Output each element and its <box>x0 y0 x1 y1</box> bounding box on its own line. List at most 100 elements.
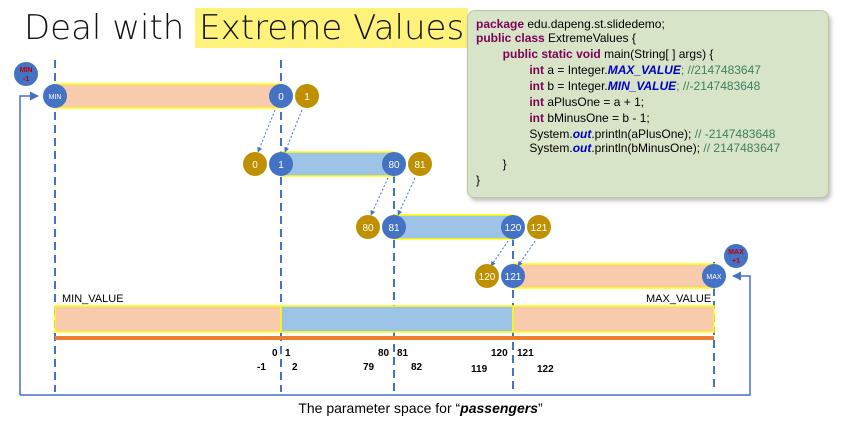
code-line: public class ExtremeValues { <box>476 31 636 45</box>
code-line: package edu.dapeng.st.slidedemo; <box>476 17 665 31</box>
map-arrow-80 <box>370 177 389 216</box>
tick-labels: 0 1 80 81 120 121 -1 2 79 82 119 122 <box>257 348 554 375</box>
code-token: // 2147483647 <box>703 141 781 155</box>
code-token: int <box>529 111 545 125</box>
map-arrow-121 <box>517 240 536 267</box>
code-token: out <box>572 141 592 155</box>
code-token: int <box>529 63 545 77</box>
max-value-label: MAX_VALUE <box>646 293 711 305</box>
marker-min-minus-one <box>14 62 38 86</box>
marker-min-minus-one-top: MIN <box>20 67 33 74</box>
marker-max-plus-one-bottom: +1 <box>732 258 740 265</box>
code-token: main(String[ ] args) { <box>600 47 714 61</box>
min-value-label: MIN_VALUE <box>62 293 124 305</box>
marker-81-r3 <box>382 215 406 239</box>
code-token: System. <box>476 141 573 155</box>
code-token: .println(aPlusOne); <box>591 127 695 141</box>
marker-1-r1-label: 1 <box>304 92 310 103</box>
caption-close-quote: ” <box>538 400 543 416</box>
marker-121-r4-label: 121 <box>505 272 522 283</box>
map-arrow-81 <box>397 177 416 216</box>
code-token: a = Integer. <box>544 63 608 77</box>
marker-min-minus-one-bottom: -1 <box>23 76 29 83</box>
range-bar-4 <box>512 263 715 289</box>
marker-121-r4 <box>501 264 525 288</box>
tick-lower-minus-1: -1 <box>257 362 266 373</box>
code-token: static <box>541 47 573 61</box>
code-token: edu.dapeng.st.slidedemo; <box>524 17 665 31</box>
marker-120-r3-label: 120 <box>505 223 522 234</box>
marker-80-r3-label: 80 <box>362 223 374 234</box>
caption-prefix: The parameter space for <box>298 400 456 416</box>
tick-upper-1: 1 <box>285 348 291 359</box>
marker-1-r2-label: 1 <box>278 160 284 171</box>
tick-lower-2: 2 <box>292 362 298 373</box>
space-bar-left <box>54 305 282 333</box>
marker-max-plus-one <box>724 244 748 268</box>
marker-120-r4-label: 120 <box>479 272 496 283</box>
marker-max <box>702 264 726 288</box>
diagram-caption: The parameter space for “passengers” <box>0 400 841 416</box>
tick-upper-0: 0 <box>272 348 278 359</box>
range-bar-2 <box>280 151 395 177</box>
caption-open-quote: “ <box>455 400 461 416</box>
map-arrow-120 <box>490 240 509 267</box>
code-line: } <box>476 157 507 171</box>
marker-min <box>43 84 67 108</box>
code-line: int bMinusOne = b - 1; <box>476 111 650 125</box>
marker-min-label: MIN <box>49 94 62 101</box>
tick-upper-121: 121 <box>517 348 534 359</box>
code-token: ; //-2147483648 <box>676 79 761 93</box>
marker-max-label: MAX <box>706 274 722 281</box>
code-token: bMinusOne = b - 1; <box>544 111 650 125</box>
code-line: int a = Integer.MAX_VALUE; //2147483647 <box>476 63 761 77</box>
title-plain: Deal with <box>24 8 196 48</box>
code-token: b = Integer. <box>544 79 608 93</box>
slide-title: Deal with Extreme Values <box>24 8 469 48</box>
tick-upper-81: 81 <box>397 348 409 359</box>
range-markers: MIN -1 MIN 0 1 0 1 80 81 80 81 120 121 <box>14 62 748 288</box>
marker-81-r2 <box>408 152 432 176</box>
title-highlight: Extreme Values <box>195 8 469 48</box>
code-token: out <box>572 127 592 141</box>
space-bar-right <box>512 305 715 333</box>
marker-80-r2-label: 80 <box>388 160 400 171</box>
marker-0-r2 <box>243 152 267 176</box>
code-token: ExtremeValues { <box>544 31 636 45</box>
marker-0-r2-label: 0 <box>252 160 258 171</box>
marker-1-r2 <box>269 152 293 176</box>
code-token: } <box>476 157 507 171</box>
code-line: public static void main(String[ ] args) … <box>476 47 714 61</box>
range-bar-1 <box>54 83 282 109</box>
marker-81-r2-label: 81 <box>414 160 426 171</box>
tick-lower-119: 119 <box>471 364 488 375</box>
marker-120-r4 <box>475 264 499 288</box>
marker-0-r1-label: 0 <box>278 92 284 103</box>
code-line: System.out.println(aPlusOne); // -214748… <box>476 127 775 141</box>
range-bar-3 <box>393 214 514 240</box>
wrap-connector-max <box>20 271 751 396</box>
tick-lower-122: 122 <box>537 364 554 375</box>
code-token: void <box>576 47 601 61</box>
code-token: .println(bMinusOne); <box>591 141 704 155</box>
code-token: MIN_VALUE <box>607 79 677 93</box>
code-token: public <box>476 31 512 45</box>
code-token: int <box>529 79 545 93</box>
marker-80-r3 <box>356 215 380 239</box>
code-token: MAX_VALUE <box>607 63 681 77</box>
code-token: // -2147483648 <box>694 127 776 141</box>
map-arrow-1 <box>284 109 303 153</box>
code-line: } <box>476 173 480 187</box>
code-token: int <box>529 95 545 109</box>
code-token: System. <box>476 127 573 141</box>
code-token: class <box>514 31 545 45</box>
code-line: System.out.println(bMinusOne); // 214748… <box>476 141 780 155</box>
caption-emphasis: passengers <box>460 400 538 416</box>
tick-lower-82: 82 <box>411 362 423 373</box>
tick-upper-80: 80 <box>378 348 390 359</box>
mapping-arrows <box>257 109 536 267</box>
code-token: package <box>476 17 525 31</box>
wrap-connector-min <box>19 91 39 395</box>
